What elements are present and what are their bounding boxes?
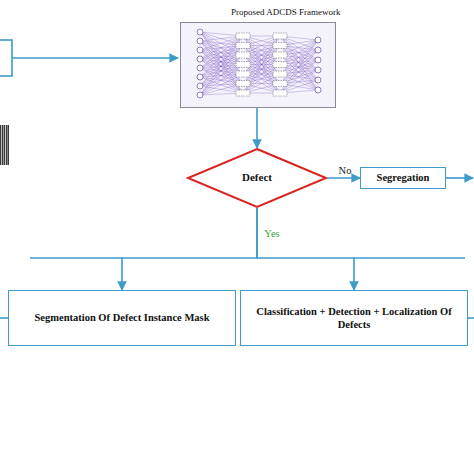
network-unit [236,52,250,58]
network-unit [197,74,203,80]
node-text: Segmentation Of Defect Instance Mask [35,311,210,324]
framework-title: Proposed ADCDS Framework [181,7,335,18]
process-box: Segregation [360,167,446,189]
network-unit [273,71,287,77]
network-unit [273,90,287,96]
network-link [243,65,280,94]
output-arrow [446,177,473,179]
network-unit [236,43,250,49]
framework-image-box: Proposed ADCDS Framework [180,22,336,108]
node-text: Defect [242,171,272,185]
network-unit [197,47,203,53]
node-text: Classification + Detection + Localizatio… [247,305,462,331]
flow-arrow [122,208,257,290]
process-box: Segmentation Of Defect Instance Mask [8,290,236,346]
branch-line [30,257,122,259]
network-unit [315,47,321,53]
network-unit [197,56,203,62]
process-box: Classification + Detection + Localizatio… [240,290,468,346]
sample-image [0,125,9,165]
branch-line [354,257,465,259]
network-unit [197,38,203,44]
network-unit [315,77,321,83]
network-link [243,65,280,94]
edge-label: No [339,165,352,176]
network-unit [273,62,287,68]
network-unit [315,57,321,63]
neural-network-illustration [197,29,321,98]
network-unit [273,52,287,58]
network-unit [197,83,203,89]
input-arrow [12,57,178,59]
network-unit [273,81,287,87]
network-unit [197,65,203,71]
network-unit [315,37,321,43]
network-unit [236,81,250,87]
network-unit [236,33,250,39]
network-link [243,36,280,65]
flow-arrow [256,108,258,148]
diamond-shape [188,149,326,207]
flow-arrow [257,208,354,290]
flow-arrow [327,177,360,179]
network-unit [315,87,321,93]
network-link [243,36,280,65]
decision-diamond: Defect [187,148,327,208]
exit-line [468,317,474,319]
network-unit [197,29,203,35]
network-unit [315,67,321,73]
network-unit [236,62,250,68]
network-unit [197,92,203,98]
node-text: Segregation [377,171,430,184]
cut-off-box [0,40,12,76]
network-unit [236,90,250,96]
network-unit [236,71,250,77]
exit-line [0,317,8,319]
network-unit [273,33,287,39]
network-unit [273,43,287,49]
edge-label: Yes [264,228,279,239]
network-image-bg [181,23,335,107]
